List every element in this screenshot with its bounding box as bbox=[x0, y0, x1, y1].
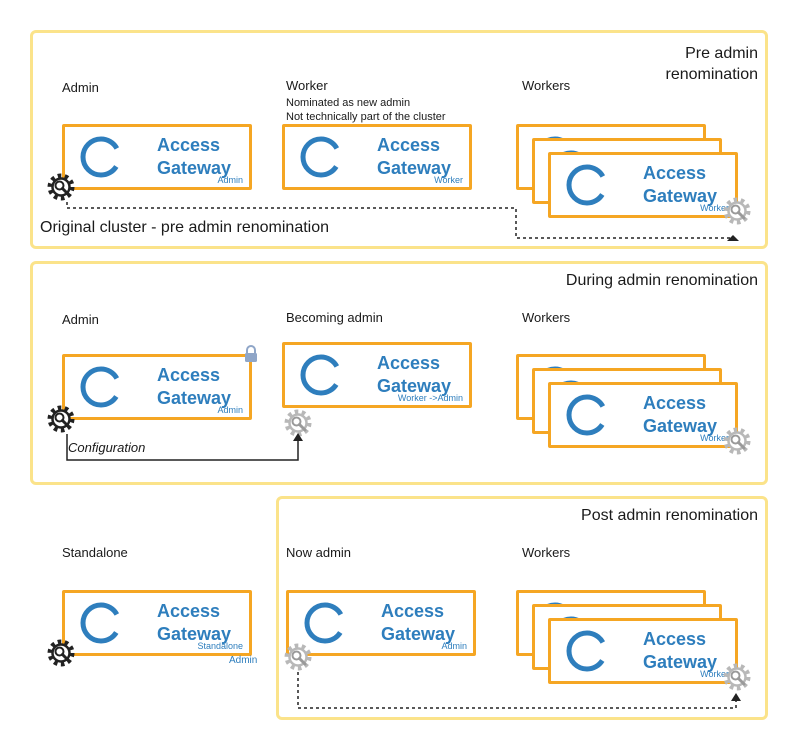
during-workers-card-front: Access Gateway Worker bbox=[548, 382, 738, 448]
panel-post-title: Post admin renomination bbox=[581, 507, 758, 524]
card-title-line2: Gateway bbox=[377, 376, 452, 396]
card-role: Standalone bbox=[197, 641, 243, 651]
pre-worker-card: Access Gateway Worker bbox=[282, 124, 472, 190]
card-title-line1: Access bbox=[643, 393, 707, 413]
post-nowadmin-label: Now admin bbox=[286, 545, 352, 560]
post-sync-arrowhead bbox=[731, 693, 741, 701]
card-title-line1: Access bbox=[377, 135, 441, 155]
panel-pre-title: Pre admin renomination bbox=[665, 45, 759, 83]
card-title-line2: Gateway bbox=[157, 388, 232, 408]
panel-during-title: During admin renomination bbox=[565, 272, 758, 289]
pre-cluster-caption: Original cluster - pre admin renominatio… bbox=[40, 219, 330, 236]
configuration-label: Configuration bbox=[68, 440, 146, 455]
during-becoming-admin-card: Access Gateway Worker ->Admin bbox=[282, 342, 472, 408]
card-role: Admin bbox=[217, 175, 243, 185]
card-title-line1: Access bbox=[643, 163, 707, 183]
panel-during-renomination bbox=[30, 261, 768, 485]
card-title-line2: Gateway bbox=[377, 158, 452, 178]
standalone-former-role: Admin bbox=[229, 655, 258, 666]
pre-worker-note-1: Nominated as new admin bbox=[286, 97, 411, 109]
lock-icon bbox=[245, 345, 257, 362]
during-workers-label: Workers bbox=[522, 310, 571, 325]
card-title-line1: Access bbox=[381, 601, 445, 621]
configuration-connector bbox=[66, 434, 299, 461]
card-title-line1: Access bbox=[157, 365, 221, 385]
post-sync-connector bbox=[297, 672, 737, 709]
pre-workers-label: Workers bbox=[522, 78, 571, 93]
post-standalone-label: Standalone bbox=[62, 545, 128, 560]
during-admin-card: Access Gateway Admin bbox=[62, 354, 252, 420]
panel-post-renomination bbox=[276, 496, 768, 720]
pre-sync-arrowhead bbox=[727, 235, 739, 241]
post-nowadmin-card: Access Gateway Admin bbox=[286, 590, 476, 656]
card-title-line1: Access bbox=[157, 135, 221, 155]
post-standalone-card: Access Gateway Standalone bbox=[62, 590, 252, 656]
card-role: Worker bbox=[700, 669, 729, 679]
pre-admin-label: Admin bbox=[62, 80, 99, 95]
card-role: Admin bbox=[217, 405, 243, 415]
card-role: Worker ->Admin bbox=[397, 393, 463, 403]
card-title-line2: Gateway bbox=[643, 416, 718, 436]
during-admin-label: Admin bbox=[62, 312, 99, 327]
post-workers-label: Workers bbox=[522, 545, 571, 560]
card-role: Admin bbox=[441, 641, 467, 651]
card-title-line2: Gateway bbox=[381, 624, 456, 644]
post-workers-card-front: Access Gateway Worker bbox=[548, 618, 738, 684]
card-role: Worker bbox=[700, 433, 729, 443]
card-title-line1: Access bbox=[157, 601, 221, 621]
card-role: Worker bbox=[434, 175, 463, 185]
card-title-line1: Access bbox=[643, 629, 707, 649]
card-title-line2: Gateway bbox=[643, 652, 718, 672]
during-becoming-label: Becoming admin bbox=[286, 310, 383, 325]
card-title-line1: Access bbox=[377, 353, 441, 373]
card-title-line2: Gateway bbox=[643, 186, 718, 206]
pre-admin-card: Access Gateway Admin bbox=[62, 124, 252, 190]
pre-workers-card-front: Access Gateway Worker bbox=[548, 152, 738, 218]
pre-sync-connector bbox=[66, 202, 730, 239]
panel-pre-renomination bbox=[30, 30, 768, 249]
card-role: Worker bbox=[700, 203, 729, 213]
pre-worker-note-2: Not technically part of the cluster bbox=[286, 111, 446, 123]
configuration-arrowhead bbox=[293, 433, 303, 441]
card-title-line2: Gateway bbox=[157, 624, 232, 644]
pre-worker-label: Worker bbox=[286, 78, 328, 93]
card-title-line2: Gateway bbox=[157, 158, 232, 178]
